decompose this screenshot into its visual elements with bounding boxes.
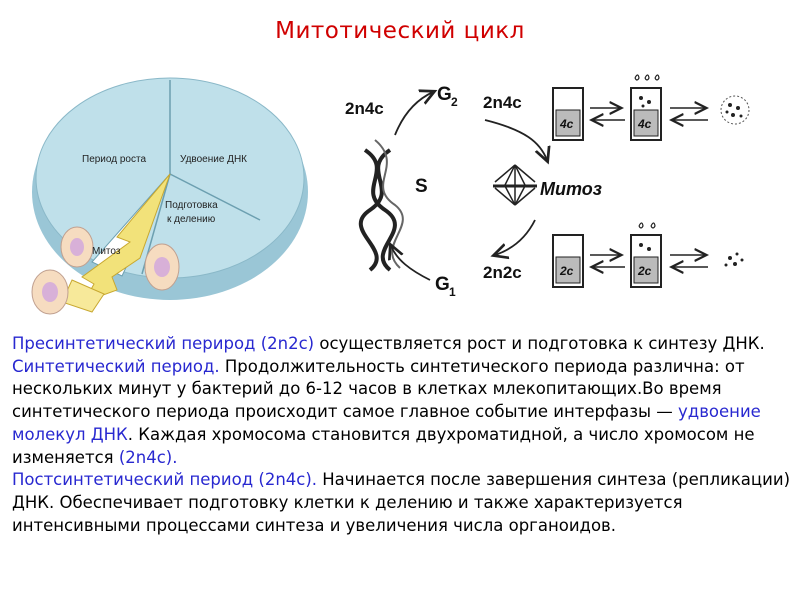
label-2n4c-right: 2n4c	[483, 93, 522, 112]
text-synthetic-2: . Каждая хромосома становится двухромати…	[12, 424, 755, 467]
tube-label: 4c	[559, 117, 574, 131]
cell-nucleus	[70, 238, 84, 256]
tube-icon	[552, 87, 584, 141]
text-presynthetic: осуществляется рост и подготовка к синте…	[314, 334, 765, 353]
label-g1: G	[435, 274, 450, 295]
description-text: Пресинтетический перирод (2n2c) осуществ…	[12, 333, 792, 537]
tube-icon	[630, 234, 662, 288]
text-synthetic-1: Продолжительность синтетического периода…	[12, 356, 745, 422]
page-title: Митотический цикл	[275, 18, 525, 44]
cell-cluster-icon	[720, 95, 750, 125]
label-mitosis: Митоз	[540, 179, 602, 199]
tube-icon	[552, 234, 584, 288]
dna-helix	[358, 148, 392, 272]
cell-nucleus	[42, 282, 58, 302]
pie-divider	[169, 173, 261, 221]
tube-icon	[630, 87, 662, 141]
text-postsynthetic: Начинается после завершения синтеза (реп…	[12, 470, 791, 535]
arrow-g2-to-mitosis	[484, 119, 547, 160]
label-2n4c-left: 2n4c	[345, 99, 384, 118]
label-dna-doubling: Удвоение ДНК	[180, 154, 247, 165]
label-growth: Период роста	[82, 154, 146, 165]
label-g2-sub: 2	[451, 95, 458, 109]
cell-cluster-icon	[724, 252, 744, 267]
drop-icons	[634, 74, 660, 81]
arrow-s-to-g2	[394, 92, 433, 136]
label-prep-1: Подготовка	[165, 200, 218, 211]
term-2n4c: (2n4c).	[118, 447, 178, 467]
label-g2: G	[437, 84, 452, 105]
cell-cycle-pie: Период роста Удвоение ДНК Подготовка к д…	[31, 77, 308, 315]
term-presynthetic: Пресинтетический перирод (2n2c)	[12, 334, 315, 353]
term-synthetic: Синтетический период.	[12, 356, 220, 376]
arrow-g1-to-s	[391, 246, 431, 281]
drop-icons	[638, 222, 656, 229]
label-2n2c: 2n2c	[483, 263, 522, 282]
term-postsynthetic: Постсинтетический период (2n4c).	[12, 470, 318, 490]
spindle-icon	[493, 164, 537, 206]
term-dna-doubling: удвоение молекул ДНК	[12, 402, 761, 444]
arrow-mitosis-to-g1	[495, 219, 536, 255]
tube-label: 2c	[637, 264, 652, 278]
label-g1-sub: 1	[449, 285, 456, 299]
tube-label: 2c	[559, 264, 574, 278]
label-mitosis: Митоз	[92, 246, 121, 257]
cell-nucleus	[154, 257, 170, 277]
label-s: S	[415, 176, 428, 197]
mitotic-scheme: 2n4c G 2 2n4c S Митоз G 1 2n2c 4c 4c	[345, 74, 750, 299]
label-prep-2: к делению	[167, 214, 216, 225]
tube-label: 4c	[637, 117, 652, 131]
